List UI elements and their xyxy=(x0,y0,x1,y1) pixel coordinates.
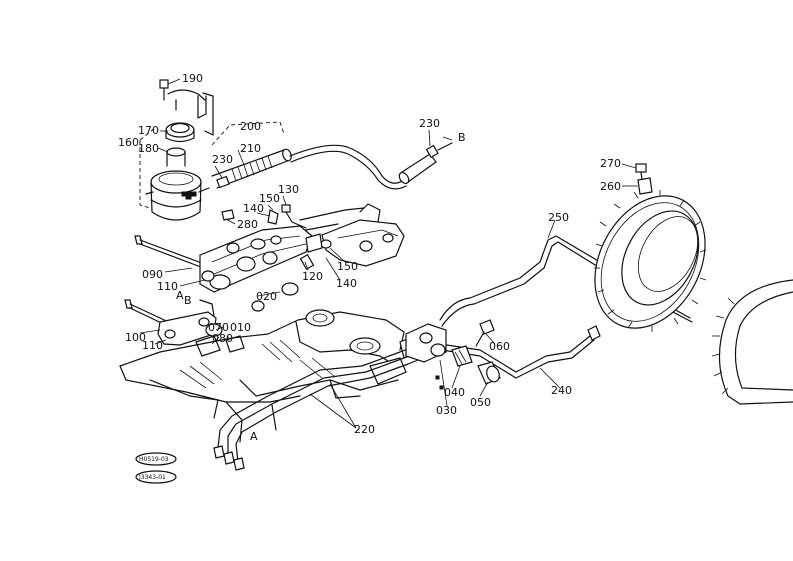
part-label-080: 080 xyxy=(212,332,233,345)
part-label-a-upper: A xyxy=(176,289,184,302)
pipe-220-set xyxy=(213,339,439,471)
stamp-2-outline xyxy=(135,470,177,484)
part-label-150-lower: 150 xyxy=(337,260,358,273)
stamps: H0519-03 J3343-01 xyxy=(135,452,177,484)
part-label-110-upper: 110 xyxy=(157,280,178,293)
stamp-2-text: J3343-01 xyxy=(138,474,166,481)
pipe-250-240 xyxy=(405,235,693,390)
part-label-060: 060 xyxy=(489,340,510,353)
part-label-220: 220 xyxy=(354,423,375,436)
part-label-b-mid: B xyxy=(184,294,192,307)
reservoir-tank xyxy=(139,79,214,221)
part-label-270: 270 xyxy=(600,157,621,170)
part-label-040: 040 xyxy=(444,386,465,399)
part-label-130: 130 xyxy=(278,183,299,196)
lower-linkage xyxy=(124,299,245,357)
part-label-170: 170 xyxy=(138,124,159,137)
part-label-140-upper: 140 xyxy=(243,202,264,215)
stamp-1-text: H0519-03 xyxy=(139,456,169,463)
part-label-a-lower: A xyxy=(250,430,258,443)
right-housing xyxy=(594,163,793,405)
control-valve-assembly xyxy=(134,203,405,312)
part-label-120: 120 xyxy=(302,270,323,283)
part-label-210: 210 xyxy=(240,142,261,155)
part-label-110-lower: 110 xyxy=(142,339,163,352)
part-labels: 190 170 160 180 200 210 230 230 B 130 15… xyxy=(118,72,621,443)
part-label-090: 090 xyxy=(142,268,163,281)
part-label-010: 010 xyxy=(230,321,251,334)
part-label-160: 160 xyxy=(118,136,139,149)
part-label-240: 240 xyxy=(551,384,572,397)
part-label-100: 100 xyxy=(125,331,146,344)
stamp-1-outline xyxy=(135,452,177,466)
part-label-250: 250 xyxy=(548,211,569,224)
return-hose xyxy=(211,121,453,190)
part-label-030: 030 xyxy=(436,404,457,417)
part-label-230-left: 230 xyxy=(212,153,233,166)
part-label-280: 280 xyxy=(237,218,258,231)
part-label-b-top: B xyxy=(458,131,466,144)
part-label-140-lower: 140 xyxy=(336,277,357,290)
part-label-260: 260 xyxy=(600,180,621,193)
part-label-190: 190 xyxy=(182,72,203,85)
part-label-070: 070 xyxy=(208,321,229,334)
part-label-230-right: 230 xyxy=(419,117,440,130)
part-label-180: 180 xyxy=(138,142,159,155)
part-label-200: 200 xyxy=(240,120,261,133)
part-label-050: 050 xyxy=(470,396,491,409)
part-label-150-upper: 150 xyxy=(259,192,280,205)
leader-lines xyxy=(139,78,638,407)
part-label-020: 020 xyxy=(256,290,277,303)
